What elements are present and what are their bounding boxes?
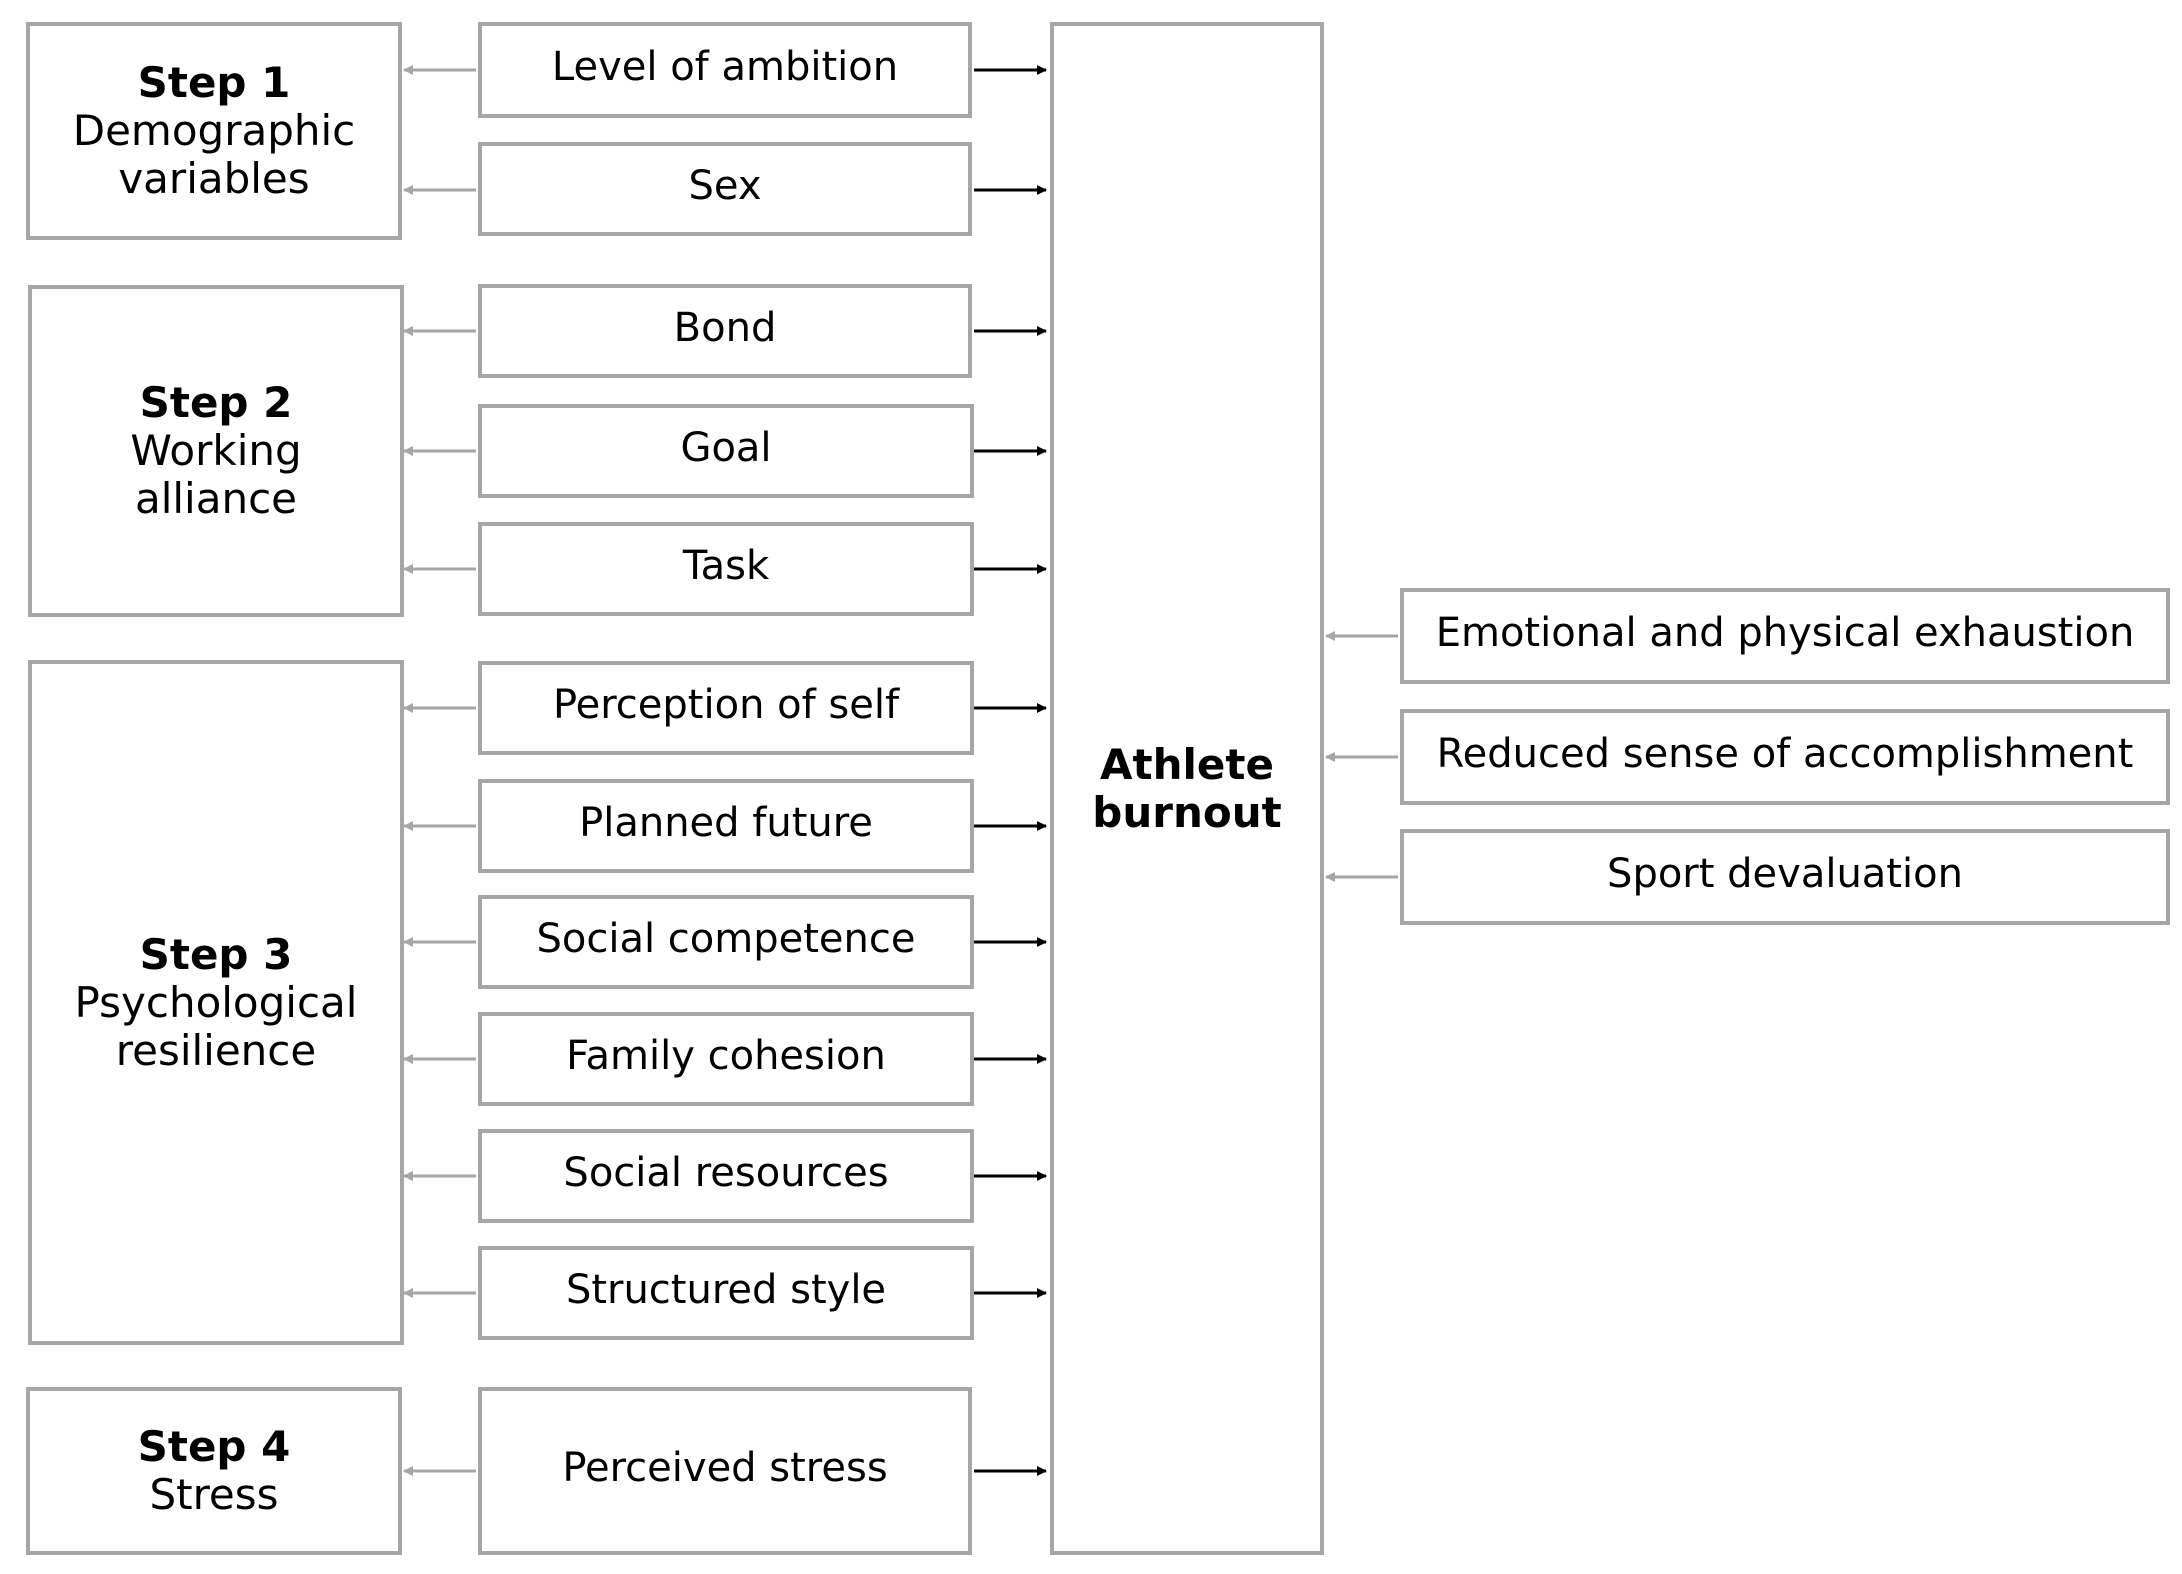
center-label-line2: burnout (1092, 787, 1282, 837)
outcome-label: Emotional and physical exhaustion (1435, 610, 2135, 656)
step-2-box: Step 2 Working alliance (28, 285, 404, 617)
step-1-label-line2: variables (118, 154, 310, 203)
outcome-box-exhaustion: Emotional and physical exhaustion (1400, 588, 2170, 684)
variable-box-social-resources: Social resources (478, 1129, 974, 1223)
variable-label: Goal (680, 425, 772, 471)
step-2-label-line2: alliance (134, 474, 298, 523)
step-3-title: Step 3 (139, 929, 293, 979)
variable-label: Structured style (565, 1267, 887, 1313)
step-2-label-line1: Working (130, 426, 302, 475)
outcome-box-reduced-accomplishment: Reduced sense of accomplishment (1400, 709, 2170, 805)
step-3-box: Step 3 Psychological resilience (28, 660, 404, 1345)
step-4-title: Step 4 (137, 1422, 291, 1471)
variable-label: Planned future (579, 800, 873, 846)
step-1-box: Step 1 Demographic variables (26, 22, 402, 240)
variable-box-family-cohesion: Family cohesion (478, 1012, 974, 1106)
athlete-burnout-box: Athlete burnout (1050, 22, 1324, 1555)
center-label-line1: Athlete (1100, 739, 1274, 789)
variable-box-bond: Bond (478, 284, 972, 378)
variable-box-planned-future: Planned future (478, 779, 974, 873)
variable-box-level-of-ambition: Level of ambition (478, 22, 972, 118)
variable-box-perceived-stress: Perceived stress (478, 1387, 972, 1555)
variable-label: Task (682, 543, 770, 589)
variable-label: Sex (688, 163, 762, 209)
step-3-label-line2: resilience (115, 1025, 317, 1075)
step-2-title: Step 2 (139, 378, 293, 427)
outcome-box-sport-devaluation: Sport devaluation (1400, 829, 2170, 925)
step-3-label-line1: Psychological (74, 977, 358, 1027)
variable-label: Level of ambition (551, 44, 899, 90)
step-1-label-line1: Demographic (72, 106, 356, 155)
variable-box-sex: Sex (478, 142, 972, 236)
outcome-label: Reduced sense of accomplishment (1436, 731, 2134, 777)
variable-box-social-competence: Social competence (478, 895, 974, 989)
step-1-title: Step 1 (137, 58, 291, 107)
variable-label: Social resources (563, 1150, 889, 1196)
variable-label: Perception of self (552, 682, 900, 728)
variable-box-perception-of-self: Perception of self (478, 661, 974, 755)
variable-label: Social competence (536, 916, 916, 962)
variable-box-goal: Goal (478, 404, 974, 498)
step-4-box: Step 4 Stress (26, 1387, 402, 1555)
variable-label: Family cohesion (566, 1033, 886, 1079)
step-4-label-line1: Stress (149, 1470, 279, 1519)
variable-label: Bond (673, 305, 777, 351)
variable-label: Perceived stress (562, 1445, 888, 1491)
variable-box-task: Task (478, 522, 974, 616)
outcome-label: Sport devaluation (1607, 851, 1963, 897)
variable-box-structured-style: Structured style (478, 1246, 974, 1340)
